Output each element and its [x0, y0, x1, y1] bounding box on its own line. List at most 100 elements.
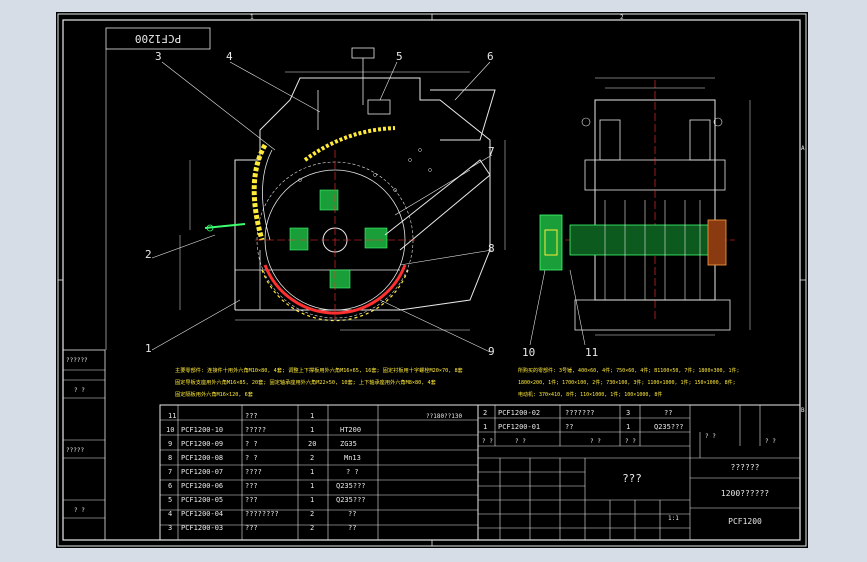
bom-left-name-8: ??? — [245, 524, 258, 532]
bom-left-rows: 11 ??? 1 ??180??130 10 PCF1200-10 ????? … — [166, 412, 463, 532]
bom-right-no-0: 2 — [483, 409, 487, 417]
bom-left-mat-6: Q235??? — [336, 496, 366, 504]
bom-left-name-7: ???????? — [245, 510, 279, 518]
bom-left-name-6: ??? — [245, 496, 258, 504]
title-right-mid: 1200?????? — [721, 489, 769, 498]
callout-5: 5 — [396, 50, 403, 63]
callout-4: 4 — [226, 50, 233, 63]
bom-right-mat-1: Q235??? — [654, 423, 684, 431]
left-strip-label-3: ????? — [66, 447, 84, 454]
callout-8: 8 — [488, 242, 495, 255]
zone-label-right-a: A — [801, 145, 805, 152]
border-zone-ticks — [58, 14, 806, 546]
bom-left-code-5: PCF1200-06 — [181, 482, 223, 490]
callout-9: 9 — [488, 345, 495, 358]
bom-left-no-4: 7 — [168, 468, 172, 476]
bom-left-mat-8: ?? — [348, 524, 356, 532]
bom-right-code-0: PCF1200-02 — [498, 409, 540, 417]
bom-left-no-3: 8 — [168, 454, 172, 462]
bom-left-qty-1: 1 — [310, 426, 314, 434]
note-left-3: 固定隔板用外六角M16×120, 6套 — [175, 390, 254, 398]
bom-right-qty-1: 1 — [626, 423, 630, 431]
callout-7: 7 — [488, 145, 495, 158]
bom-left-no-6: 5 — [168, 496, 172, 504]
callout-leaders — [151, 61, 493, 353]
bom-left-code-2: PCF1200-09 — [181, 440, 223, 448]
bom-left-qty-2: 20 — [308, 440, 316, 448]
bom-left-mat-4: ? ? — [346, 468, 359, 476]
bom-left-no-7: 4 — [168, 510, 172, 518]
sheet-scale: 1:1 — [668, 515, 679, 522]
bom-left-code-1: PCF1200-10 — [181, 426, 223, 434]
bom-left-no-0: 11 — [168, 412, 176, 420]
note-right-2: 1800×200, 1件; 1700×100, 2件; 730×100, 3件;… — [518, 379, 736, 386]
bom-left-qty-8: 2 — [310, 524, 314, 532]
callout-1: 1 — [145, 342, 152, 355]
bom-right-header-0: ? ? — [482, 438, 493, 445]
bom-left-mat-3: Mn13 — [344, 454, 361, 462]
bom-right-code-1: PCF1200-01 — [498, 423, 540, 431]
side-view — [539, 77, 751, 336]
callout-6: 6 — [487, 50, 494, 63]
bom-left-qty-0: 1 — [310, 412, 314, 420]
left-strip-label-2: ? ? — [74, 387, 85, 394]
bom-left-qty-5: 1 — [310, 482, 314, 490]
callout-11: 11 — [585, 346, 598, 359]
bom-right-mat-0: ?? — [664, 409, 672, 417]
left-strip-label-4: ? ? — [74, 507, 85, 514]
bom-left-mat-5: Q235??? — [336, 482, 366, 490]
note-right-1: 所购买的零部件: 3号锤, 400×60, 4件; 750×60, 4件; B1… — [518, 367, 740, 374]
zone-label-top-b: 2 — [620, 14, 624, 21]
zone-label-top-a: 1 — [250, 14, 254, 21]
callout-10: 10 — [522, 346, 535, 359]
bom-left-code-7: PCF1200-04 — [181, 510, 223, 518]
bom-left-name-5: ??? — [245, 482, 258, 490]
bom-left-qty-7: 2 — [310, 510, 314, 518]
bom-left-name-0: ??? — [245, 412, 258, 420]
bom-left-mat-2: ZG35 — [340, 440, 357, 448]
bom-right-header-3: ? ? — [625, 438, 636, 445]
bom-right-name-0: ??????? — [565, 409, 595, 417]
code-box — [105, 27, 211, 50]
bom-left-code-6: PCF1200-05 — [181, 496, 223, 504]
bom-left-no-1: 10 — [166, 426, 174, 434]
bom-left-code-3: PCF1200-08 — [181, 454, 223, 462]
title-main: ??? — [622, 472, 642, 485]
bom-left-no-8: 3 — [168, 524, 172, 532]
title-right-code: PCF1200 — [728, 517, 762, 526]
bom-left-name-2: ? ? — [245, 440, 258, 448]
bom-right-qty-0: 3 — [626, 409, 630, 417]
front-view — [179, 47, 506, 331]
bom-right-header-1: ? ? — [515, 438, 526, 445]
bom-left-code-4: PCF1200-07 — [181, 468, 223, 476]
bom-right-no-1: 1 — [483, 423, 487, 431]
bom-left-name-3: ? ? — [245, 454, 258, 462]
bom-left-name-1: ????? — [245, 426, 266, 434]
bom-left-mat-7: ?? — [348, 510, 356, 518]
bom-left-mat-1: HT200 — [340, 426, 361, 434]
bom-right-header-5: ? ? — [765, 438, 776, 445]
note-left-1: 主要零部件: 连接件十用外六角M10×80, 4套; 调整上下撑板用外六角M16… — [175, 366, 464, 374]
note-right-3: 电动机: 370×410, 8件; 110×1000, 1件; 100×1000… — [518, 391, 662, 398]
bom-left-qty-4: 1 — [310, 468, 314, 476]
code-box-text: PCF1200 — [135, 32, 181, 45]
left-strip-label-1: ?????? — [66, 357, 88, 364]
bom-left-qty-6: 1 — [310, 496, 314, 504]
sheet-background — [56, 12, 808, 548]
bom-left-no-2: 9 — [168, 440, 172, 448]
bom-left-no-5: 6 — [168, 482, 172, 490]
zone-label-right-b: B — [801, 407, 805, 414]
bom-left-name-4: ???? — [245, 468, 262, 476]
callout-3: 3 — [155, 50, 162, 63]
bom-left-note-0: ??180??130 — [426, 413, 463, 420]
bom-left-code-8: PCF1200-03 — [181, 524, 223, 532]
note-left-2: 固定导板支座用外六角M16×85, 20套; 固定轴承座用外六角M22×50, … — [175, 378, 437, 386]
bom-right-table — [477, 404, 801, 541]
bom-left-qty-3: 2 — [310, 454, 314, 462]
title-right-top: ?????? — [731, 463, 760, 472]
bom-right-header-4: ? ? — [705, 433, 716, 440]
callout-2: 2 — [145, 248, 152, 261]
left-strip — [62, 349, 106, 541]
